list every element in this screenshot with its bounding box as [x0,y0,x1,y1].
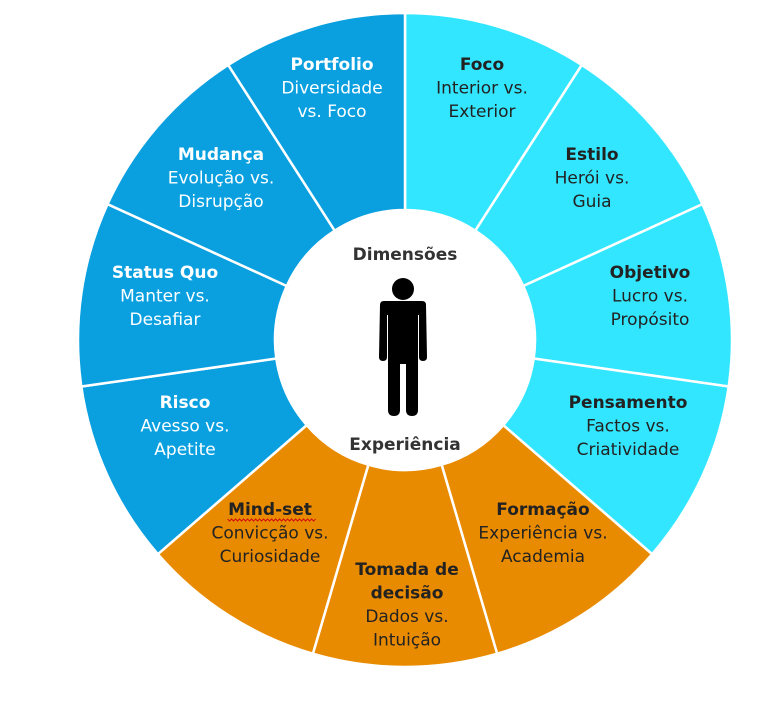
segment-title-objetivo: Objetivo [610,263,691,283]
segment-line-objetivo-0: Lucro vs. [612,287,688,307]
person-icon [379,278,427,416]
segment-line-tomada-de-decisao-0: Dados vs. [365,607,448,627]
segment-line-status-quo-1: Desafiar [130,310,201,330]
segment-title-status-quo: Status Quo [112,263,218,283]
segment-line-foco-0: Interior vs. [436,79,528,99]
segment-title-estilo: Estilo [565,145,618,165]
segment-line-pensamento-1: Criatividade [577,440,680,460]
segment-line-portfolio-1: vs. Foco [297,102,366,122]
segment-line-risco-1: Apetite [154,440,215,460]
segment-title-mudanca: Mudança [178,145,264,165]
segment-line-mudanca-0: Evolução vs. [168,169,275,189]
segment-line-formacao-1: Academia [501,547,585,567]
segment-title-mind-set: Mind-set [228,500,312,520]
center-top-label: Dimensões [353,245,458,265]
segment-line-mind-set-1: Curiosidade [220,547,321,567]
segment-line-status-quo-0: Manter vs. [120,287,210,307]
segment-line-pensamento-0: Factos vs. [586,417,670,437]
segment-line-mudanca-1: Disrupção [178,192,263,212]
segment-title2-tomada-de-decisao: decisão [371,584,444,604]
segment-line-formacao-0: Experiência vs. [478,524,607,544]
segment-title-formacao: Formação [496,500,589,520]
segment-line-portfolio-0: Diversidade [281,79,382,99]
segment-line-tomada-de-decisao-1: Intuição [373,631,441,651]
center-bottom-label: Experiência [349,435,461,455]
segment-title-risco: Risco [160,393,211,413]
segment-title-tomada-de-decisao: Tomada de [355,560,458,580]
segment-line-foco-1: Exterior [448,102,515,122]
segment-title-pensamento: Pensamento [569,393,688,413]
segment-title-foco: Foco [460,55,504,75]
segment-line-estilo-1: Guia [572,192,611,212]
spellcheck-underline [227,518,316,522]
segment-title-portfolio: Portfolio [290,55,373,75]
segment-line-estilo-0: Herói vs. [555,169,630,189]
segment-line-risco-0: Avesso vs. [141,417,230,437]
segment-line-objetivo-1: Propósito [611,310,690,330]
segment-line-mind-set-0: Convicção vs. [211,524,328,544]
